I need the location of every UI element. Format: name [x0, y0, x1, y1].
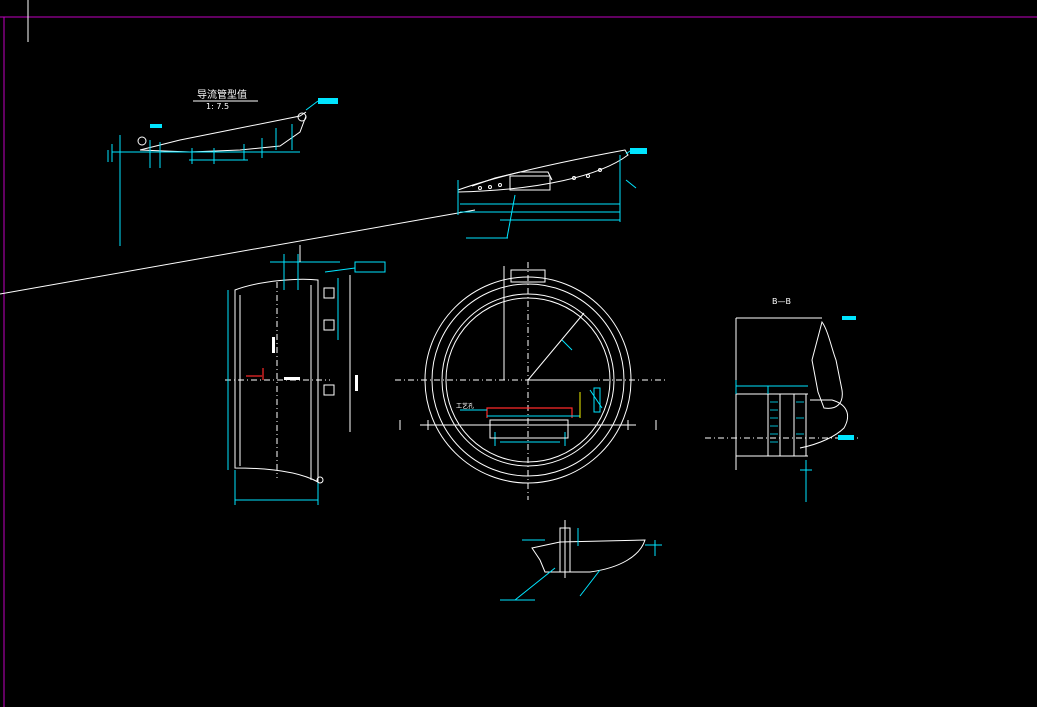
detail-outline	[531, 539, 646, 573]
section-b-b: B—B	[705, 297, 858, 502]
section-label: B—B	[772, 297, 791, 306]
blade-outline	[457, 149, 629, 193]
blade-section-top-right	[457, 148, 647, 239]
profile-upper-curve	[139, 111, 307, 151]
process-hole-marker	[486, 407, 573, 418]
process-hole-label: 工艺孔	[456, 402, 474, 410]
section-blade-profile	[811, 320, 843, 409]
construction-line	[0, 209, 476, 295]
profile-title: 导流管型值	[197, 88, 247, 101]
profile-view-top-left: 导流管型值 1: 7.5	[107, 88, 338, 246]
profile-scale: 1: 7.5	[206, 102, 229, 111]
front-view-rings: 工艺孔	[395, 262, 665, 500]
profile-leader-tag-2	[150, 124, 162, 128]
blade-leader-tag	[630, 148, 647, 154]
profile-ticks	[107, 124, 293, 168]
side-view-left	[225, 245, 386, 505]
profile-leader-tag	[318, 98, 338, 104]
profile-lower-curve	[139, 115, 307, 153]
detail-section-bottom	[500, 520, 662, 601]
profile-end-point	[297, 112, 307, 122]
profile-start-point	[137, 136, 147, 146]
